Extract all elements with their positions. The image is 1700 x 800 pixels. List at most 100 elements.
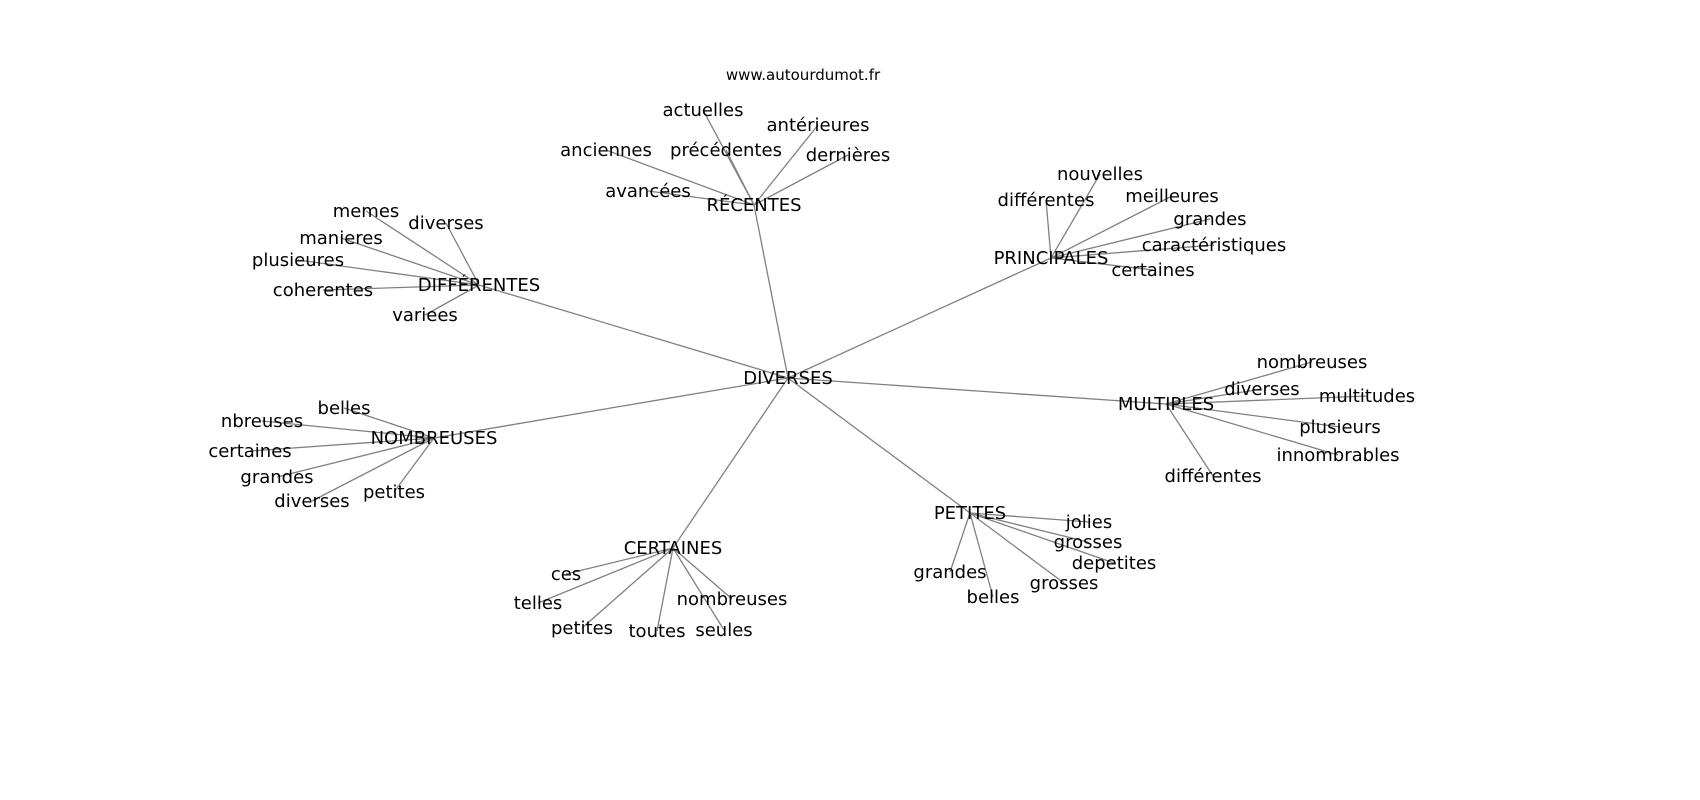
leaf-node[interactable]: innombrables (1276, 445, 1399, 466)
leaf-node[interactable]: coherentes (273, 280, 373, 301)
leaf-node[interactable]: précédentes (670, 140, 782, 161)
leaf-node[interactable]: jolies (1065, 512, 1112, 533)
hub-node[interactable]: RÉCENTES (706, 194, 801, 216)
hub-node[interactable]: PETITES (934, 503, 1006, 524)
leaf-node[interactable]: manieres (299, 228, 383, 249)
edge (322, 284, 480, 291)
edge (340, 237, 480, 286)
edge (1165, 388, 1263, 405)
leaf-node[interactable]: dernières (806, 145, 891, 166)
leaf-node[interactable]: actuelles (663, 100, 744, 121)
edge (949, 512, 971, 573)
leaf-node[interactable]: plusieurs (1299, 417, 1380, 438)
leaf-node[interactable]: grosses (1030, 573, 1099, 594)
edge (537, 547, 674, 604)
edge (565, 547, 674, 575)
center-node[interactable]: DIVERSES (743, 368, 833, 389)
edge (787, 257, 1052, 379)
edge (672, 377, 789, 549)
leaf-node[interactable]: grandes (240, 467, 313, 488)
leaf-node[interactable]: nbreuses (221, 411, 303, 432)
leaf-node[interactable]: antérieures (767, 115, 870, 136)
leaf-node[interactable]: différentes (1165, 466, 1262, 487)
edge (753, 204, 789, 379)
edge (969, 512, 1115, 564)
leaf-node[interactable]: nouvelles (1057, 164, 1143, 185)
edge (725, 149, 755, 206)
edge (1050, 195, 1173, 259)
edge (249, 437, 435, 452)
leaf-node[interactable]: ces (551, 564, 581, 585)
hub-node[interactable]: PRINCIPALES (994, 248, 1109, 269)
edge (969, 512, 1090, 523)
edge (393, 437, 435, 493)
hub-node[interactable]: CERTAINES (624, 538, 723, 559)
edge (1050, 173, 1101, 259)
leaf-node[interactable]: meilleures (1125, 186, 1219, 207)
edge (1165, 361, 1313, 405)
leaf-node[interactable]: variees (392, 305, 458, 326)
leaf-node[interactable]: belles (318, 398, 371, 419)
leaf-node[interactable]: certaines (1111, 260, 1194, 281)
leaf-node[interactable]: telles (514, 593, 563, 614)
edge (969, 512, 1065, 584)
edge (647, 190, 755, 206)
edge (1045, 199, 1052, 259)
leaf-node[interactable]: avancées (605, 181, 691, 202)
edge (969, 512, 1089, 543)
edge (787, 377, 971, 514)
edge (753, 154, 849, 206)
leaf-node[interactable]: grandes (1173, 209, 1246, 230)
edge (672, 547, 733, 600)
leaf-node[interactable]: multitudes (1319, 386, 1415, 407)
edge (1165, 395, 1368, 405)
labels: DIVERSES RÉCENTES actuelles antérieures anci… (208, 100, 1415, 642)
edge (1165, 403, 1214, 477)
leaf-node[interactable]: memes (333, 201, 400, 222)
edge (753, 124, 819, 206)
edge (343, 407, 435, 439)
leaf-node[interactable]: plusieures (252, 250, 344, 271)
leaf-node[interactable]: caractéristiques (1142, 235, 1287, 256)
leaf-node[interactable]: belles (967, 587, 1020, 608)
edge (365, 210, 480, 286)
edge (445, 222, 480, 286)
edge (424, 284, 480, 316)
leaf-node[interactable]: seules (695, 620, 752, 641)
hub-node[interactable]: MULTIPLES (1118, 394, 1214, 415)
edge (433, 377, 789, 439)
source-label: www.autourdumot.fr (725, 66, 881, 84)
leaf-node[interactable]: différentes (998, 190, 1095, 211)
edge (605, 149, 755, 206)
leaf-node[interactable]: anciennes (560, 140, 652, 161)
leaf-node[interactable]: nombreuses (1257, 352, 1368, 373)
leaf-node[interactable]: certaines (208, 441, 291, 462)
leaf-node[interactable]: grandes (913, 562, 986, 583)
edges (249, 109, 1368, 632)
edge (1050, 257, 1154, 271)
hub-node[interactable]: NOMBREUSES (371, 428, 498, 449)
edge (672, 547, 725, 631)
edge (656, 547, 674, 632)
leaf-node[interactable]: diverses (274, 491, 349, 512)
edge (297, 259, 480, 286)
leaf-node[interactable]: petites (551, 618, 613, 639)
leaf-node[interactable]: diverses (1224, 379, 1299, 400)
leaf-node[interactable]: depetites (1072, 553, 1157, 574)
edge (1165, 403, 1341, 428)
edge (276, 437, 435, 478)
edge (1050, 244, 1215, 259)
leaf-node[interactable]: petites (363, 482, 425, 503)
edge (787, 377, 1167, 405)
edge (969, 512, 994, 598)
leaf-node[interactable]: toutes (629, 621, 686, 642)
edge (311, 437, 435, 502)
leaf-node[interactable]: diverses (408, 213, 483, 234)
leaf-node[interactable]: grosses (1054, 532, 1123, 553)
edge (1050, 218, 1211, 259)
hub-node[interactable]: DIFFÉRENTES (418, 274, 540, 296)
leaf-node[interactable]: nombreuses (677, 589, 788, 610)
edge (581, 547, 674, 629)
